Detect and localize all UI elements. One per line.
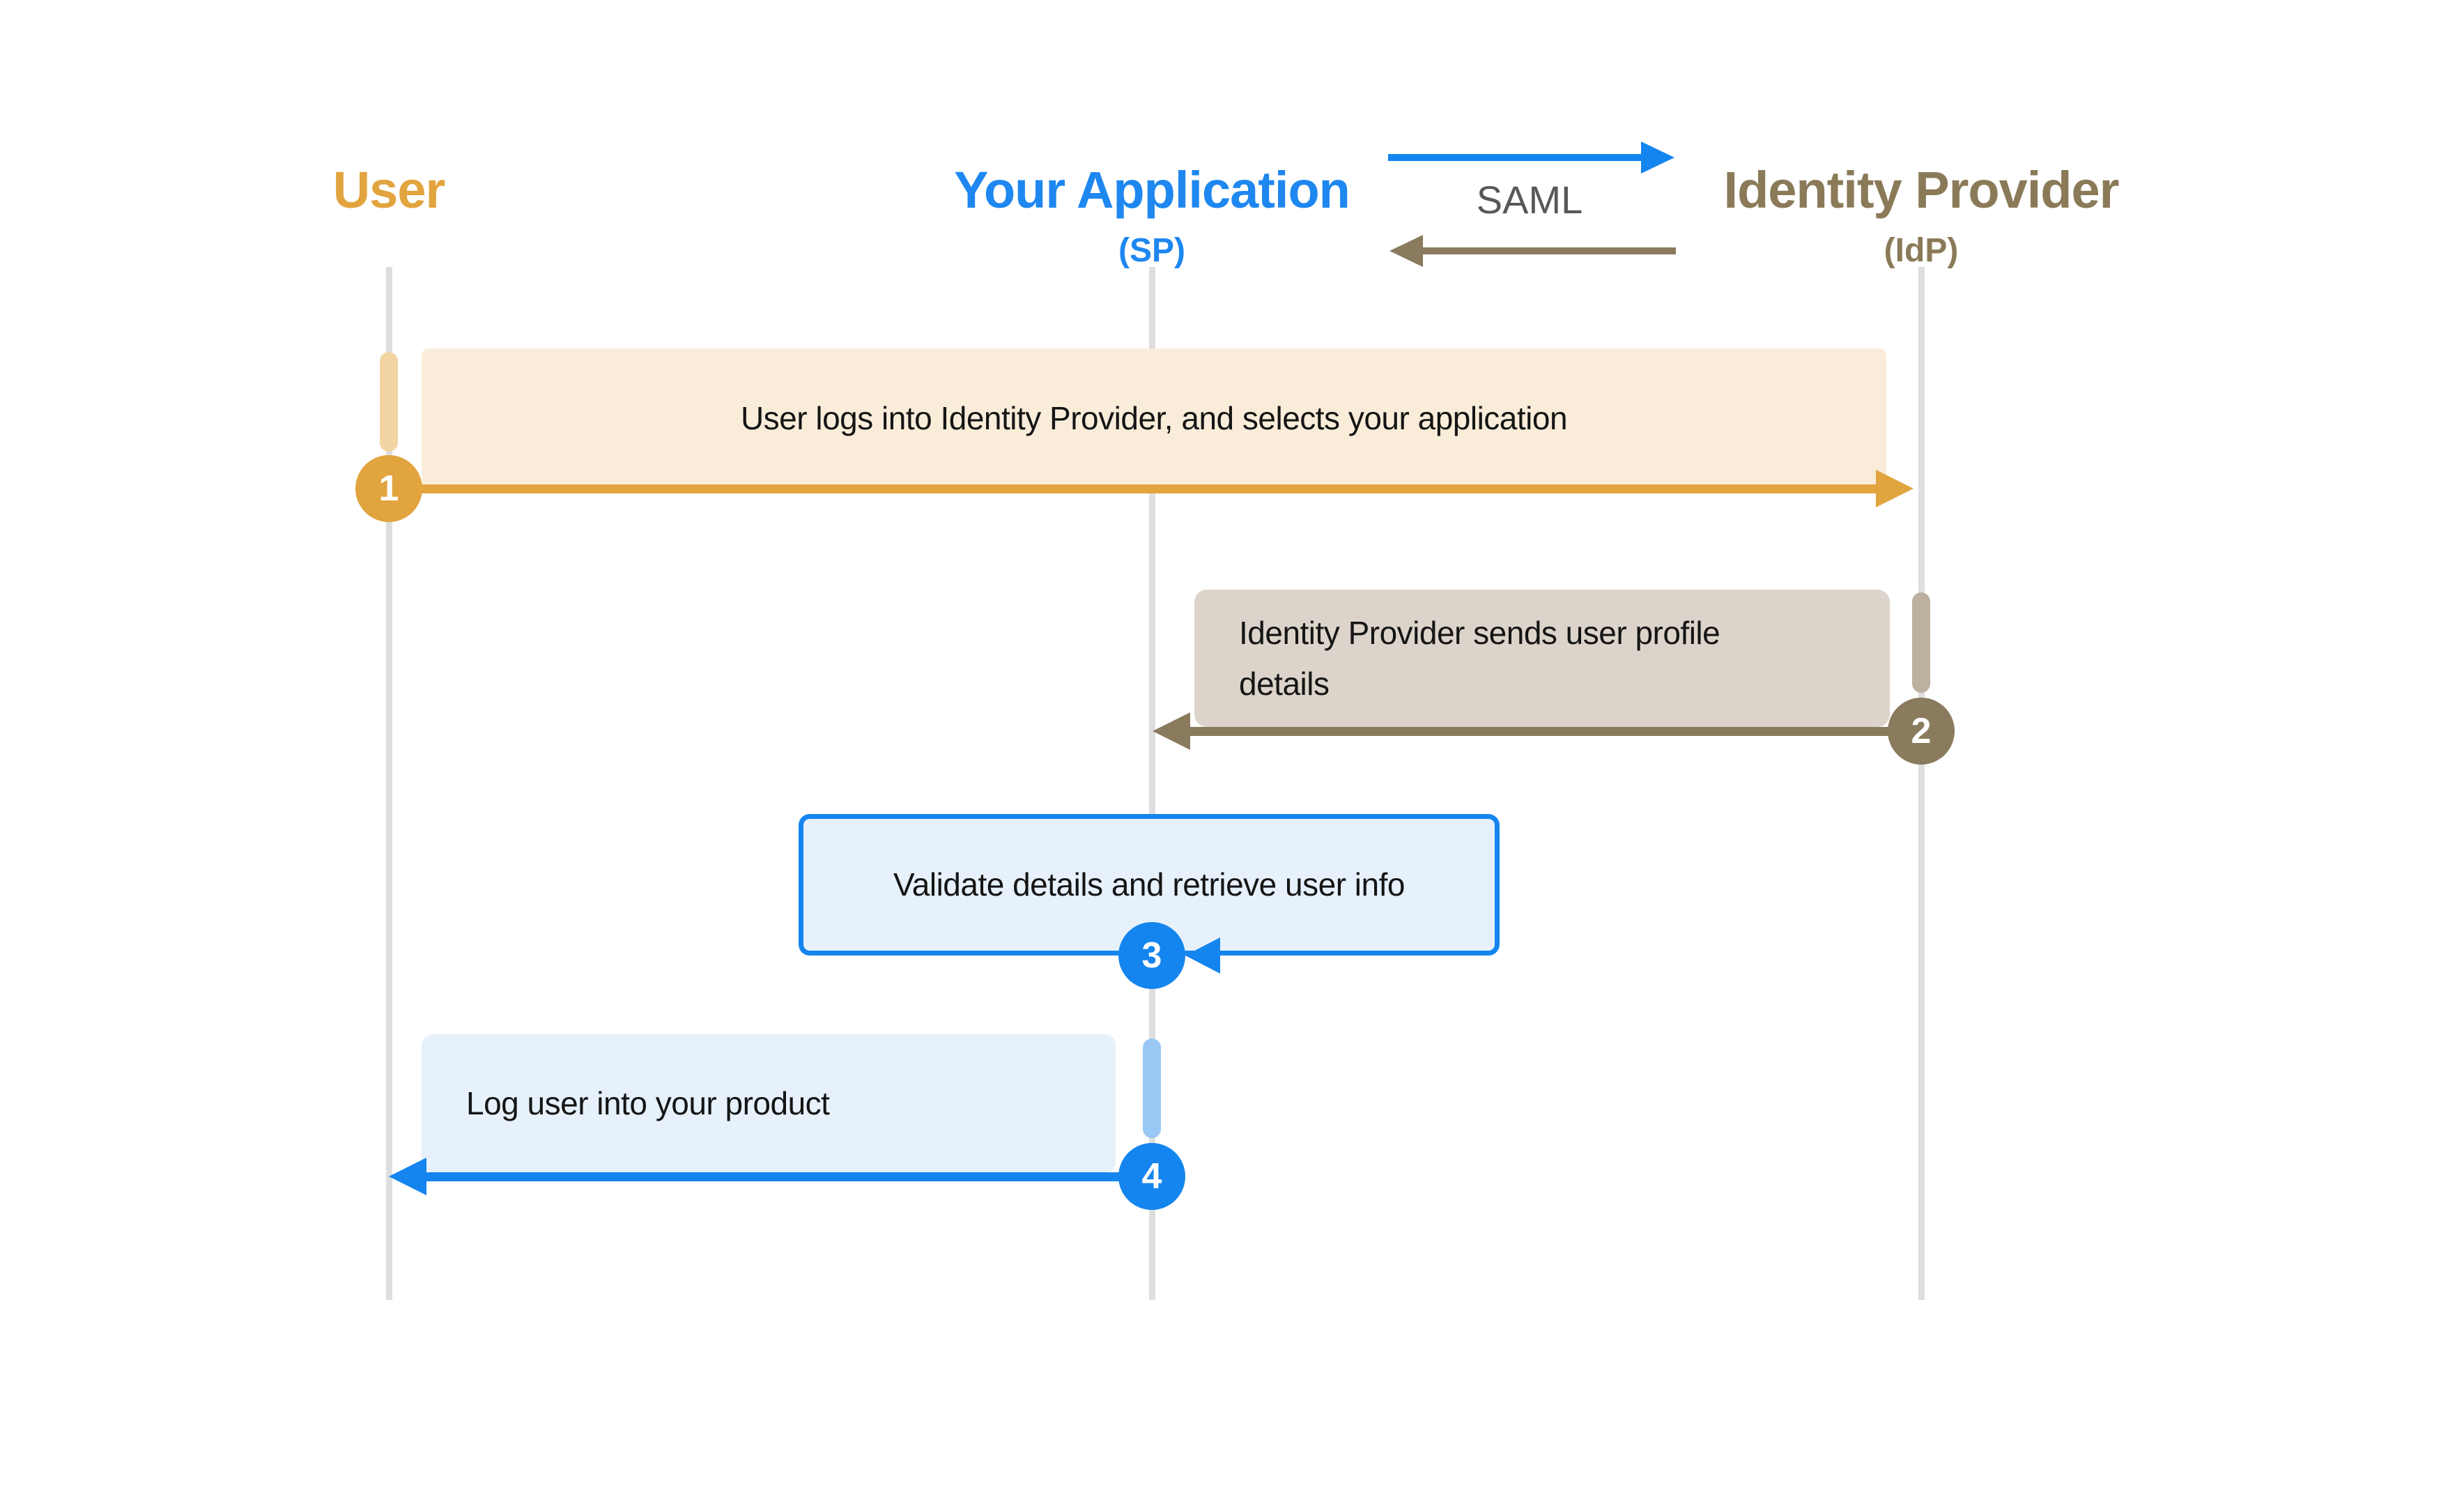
user-title: User [332,161,446,219]
saml-response-arrow-line [1423,247,1676,254]
step3-number-badge: 3 [1118,922,1185,989]
saml-request-arrow-line [1388,154,1643,161]
step2-arrowhead-icon [1153,712,1190,750]
step4-activation-bar [1143,1038,1161,1138]
step1-number-badge: 1 [355,455,422,522]
step4-number-badge: 4 [1118,1143,1185,1210]
identity-provider-title: Identity Provider [1723,161,2120,219]
user-lifeline [386,267,392,1300]
saml-protocol-label: SAML [1476,178,1583,222]
step1-message-text: User logs into Identity Provider, and se… [740,399,1568,436]
step2-arrow-line [1189,727,1921,736]
saml-request-arrowhead-icon [1641,141,1674,174]
application-subtitle: (SP) [1118,232,1185,269]
step2-number-badge: 2 [1888,698,1955,765]
identity-provider-lifeline [1918,267,1925,1300]
application-lifeline [1149,267,1155,1300]
step2-activation-bar [1912,592,1930,693]
application-title: Your Application [954,161,1350,219]
step4-arrow-line [425,1172,1152,1181]
step3-message-text: Validate details and retrieve user info [893,866,1405,903]
step2-message-text: Identity Provider sends user profile det… [1239,614,1720,702]
step4-arrowhead-icon [389,1158,426,1195]
step1-activation-bar [380,352,398,452]
step4-message-box: Log user into your product [422,1034,1116,1173]
step1-arrow-line [389,484,1877,493]
identity-provider-subtitle: (IdP) [1884,232,1959,269]
step3-arrowhead-icon [1185,937,1220,974]
step4-message-text: Log user into your product [466,1085,830,1121]
step1-message-box: User logs into Identity Provider, and se… [422,348,1886,488]
saml-response-arrowhead-icon [1389,235,1423,267]
step1-arrowhead-icon [1876,470,1914,507]
step2-message-box: Identity Provider sends user profile det… [1194,590,1890,727]
